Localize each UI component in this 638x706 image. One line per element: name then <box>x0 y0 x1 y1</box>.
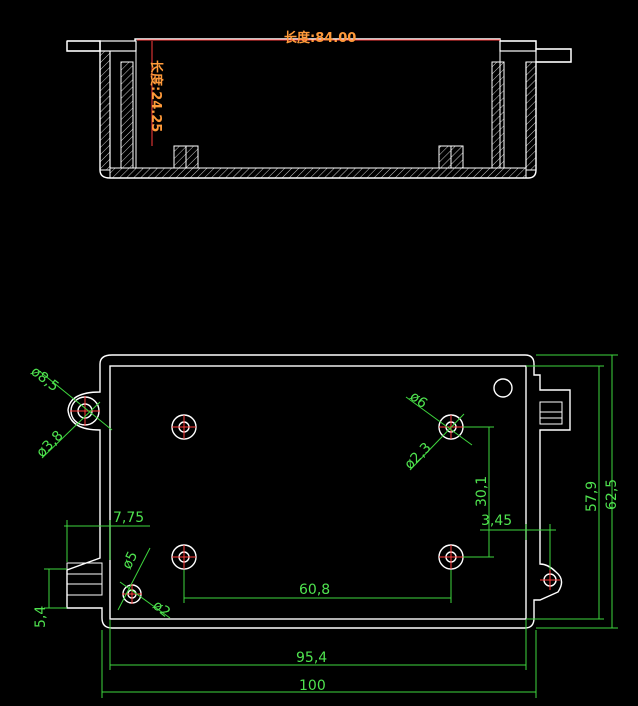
left-tab <box>66 562 103 596</box>
leader-tab-inner <box>119 581 171 619</box>
right-wall-hatch <box>525 61 537 171</box>
plan-outer-body <box>66 354 571 629</box>
corner-hole-left <box>70 396 100 426</box>
boss-bottom-right <box>438 544 464 570</box>
leader-tab-outer <box>117 547 151 611</box>
dim-corner-hole-inner: ø3,8 <box>34 428 67 461</box>
plan-inner-body <box>109 365 527 620</box>
left-wall-hatch <box>99 50 111 171</box>
top-left-flange <box>66 40 101 52</box>
right-slot <box>539 401 563 425</box>
top-left-lip <box>99 40 137 52</box>
dim-outer-height: 62,5 <box>604 479 620 510</box>
dim-outer-width: 100 <box>299 678 326 694</box>
dim-boss-spacing-x: 60,8 <box>299 582 330 598</box>
dim-tab-height: 5,4 <box>33 606 49 628</box>
tab-hole-right <box>540 570 560 590</box>
section-inner-shell <box>66 41 100 52</box>
dim-tab-hole-outer: ø5 <box>119 549 141 572</box>
depth-label: 长度:24.25 <box>148 60 164 132</box>
dim-corner-hole-outer: ø8,5 <box>28 364 62 396</box>
right-rib <box>491 61 505 169</box>
tab-hole-left <box>122 584 142 604</box>
dim-inner-width: 95,4 <box>296 650 327 666</box>
leader-boss-inner <box>409 413 465 471</box>
bottom-wall-hatch <box>109 167 527 179</box>
dim-boss-outer: ø6 <box>407 389 431 412</box>
leader-boss-outer <box>405 396 473 446</box>
length-label: 长度:84.00 <box>284 30 356 46</box>
top-right-flange <box>535 48 572 63</box>
dim-slot-width: 7,75 <box>113 510 144 526</box>
leader-corner-outer <box>37 369 113 431</box>
plan-view: 100 95,4 62,5 57,9 60,8 30,1 3,45 <box>28 354 620 698</box>
dim-inner-height: 57,9 <box>584 481 600 512</box>
boss-top-left <box>171 414 197 440</box>
leader-corner-inner <box>41 401 101 459</box>
boss-bottom-left <box>171 544 197 570</box>
left-rib <box>120 61 134 169</box>
dim-boss-inner: ø2,3 <box>402 440 435 473</box>
section-view: 长度:84.00 长度:24.25 <box>66 30 572 179</box>
dim-boss-spacing-y: 30,1 <box>474 476 490 507</box>
dim-boss-offset: 3,45 <box>481 513 512 529</box>
top-right-lip <box>499 40 537 52</box>
corner-hole-top-right <box>493 378 513 398</box>
